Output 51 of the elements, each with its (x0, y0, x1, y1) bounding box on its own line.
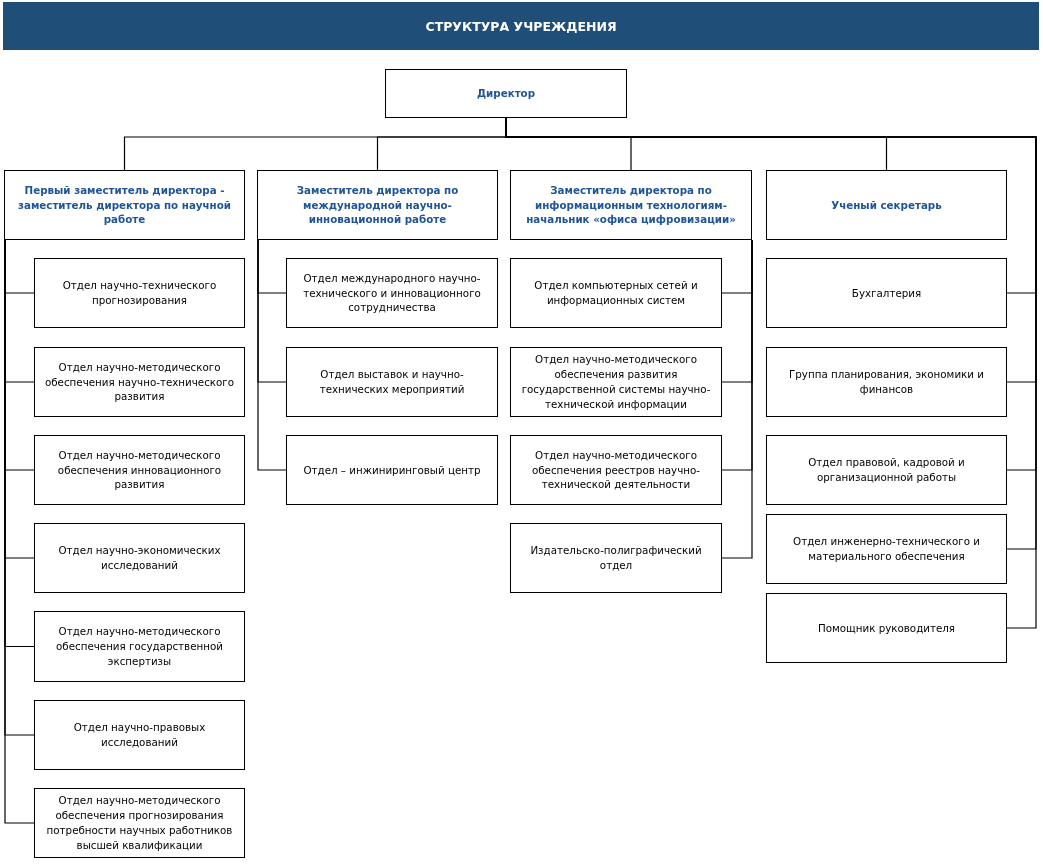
department-name: Отдел научно-методического обеспечения научно-технического развития (43, 359, 236, 405)
department-box (34, 435, 245, 505)
position-title: Заместитель директора по информационным технологиям-начальник «офиса цифровизации» (525, 182, 737, 228)
department-name: Отдел научно-методического обеспечения государственной экспертизы (55, 624, 224, 669)
position-title: Директор (476, 86, 536, 101)
department-name: Издательско-полиграфический отдел (529, 543, 703, 573)
department-name: Отдел научно-правовых исследований (72, 720, 207, 750)
position-box (510, 170, 752, 240)
department-name: Отдел научно-технического прогнозирования (61, 278, 218, 308)
position-title: Заместитель директора по международной научно-инновационной работе (295, 182, 460, 228)
department-name: Отдел научно-методического обеспечения прогнозирования потребности научных работников высшей квалификации (45, 793, 234, 853)
department-box (34, 788, 245, 858)
department-name: Отдел правовой, кадровой и организационной работы (807, 455, 966, 485)
department-box (34, 347, 245, 417)
department-name: Отдел – инжиниринговый центр (303, 462, 481, 478)
department-box (34, 523, 245, 593)
department-box (286, 258, 498, 328)
title: СТРУКТУРА УЧРЕЖДЕНИЯ (425, 18, 617, 34)
connector-line (721, 239, 753, 559)
department-name: Отдел научно-методического обеспечения инновационного развития (56, 447, 223, 493)
department-name: Отдел научно-методического обеспечения развития государственной системы научно-технической информации (520, 352, 712, 412)
department-box (766, 347, 1007, 417)
department-name: Отдел научно-методического обеспечения реестров научно-технической деятельности (530, 447, 701, 493)
position-box (385, 69, 627, 118)
department-name: Помощник руководителя (817, 620, 956, 636)
department-name: Отдел компьютерных сетей и информационных систем (533, 278, 699, 308)
department-box (510, 347, 722, 417)
department-box (286, 435, 498, 505)
department-box (510, 435, 722, 505)
position-title: Первый заместитель директора - заместитель директора по научной работе (16, 182, 233, 228)
position-title: Ученый секретарь (831, 197, 942, 213)
department-name: Отдел научно-экономических исследований (57, 543, 222, 573)
department-box (286, 347, 498, 417)
position-box (766, 170, 1007, 240)
department-name: Отдел международного научно-технического и инновационного сотрудничества (302, 270, 482, 316)
position-box (257, 170, 498, 240)
position-box (4, 170, 245, 240)
department-box (34, 611, 245, 682)
department-box (34, 700, 245, 770)
department-box (766, 435, 1007, 505)
department-box (766, 514, 1007, 584)
department-box (34, 258, 245, 328)
department-name: Группа планирования, экономики и финансов (788, 367, 985, 397)
department-box (510, 258, 722, 328)
department-box (766, 258, 1007, 328)
department-box (766, 593, 1007, 663)
department-name: Бухгалтерия (851, 285, 922, 301)
connector-line (257, 239, 287, 471)
department-name: Отдел выставок и научно-технических мероприятий (318, 367, 466, 397)
department-name: Отдел инженерно-технического и материального обеспечения (792, 534, 981, 564)
department-box (510, 523, 722, 593)
